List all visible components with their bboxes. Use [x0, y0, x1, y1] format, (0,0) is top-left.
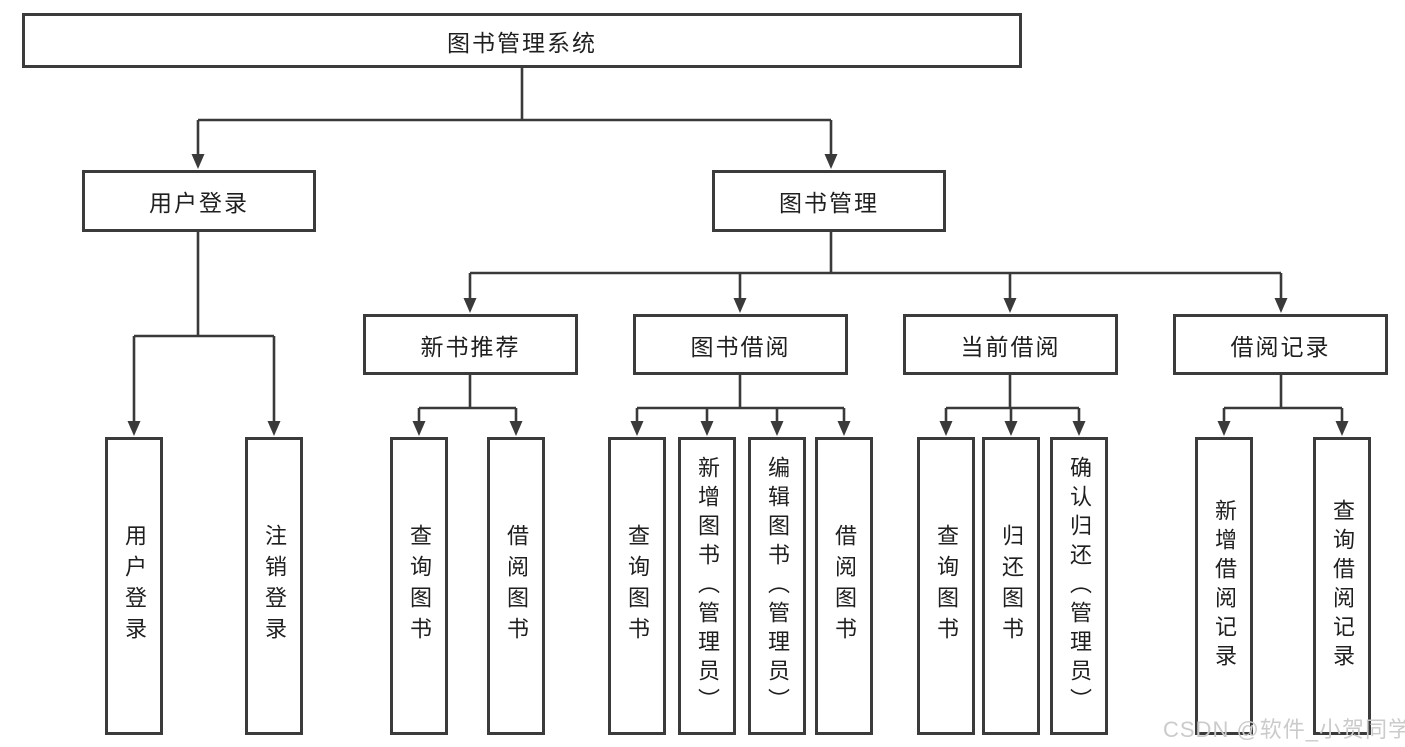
- leaf-borrow-edit-books-admin-label: 编辑图书（管理员）: [765, 455, 790, 717]
- leaf-records-add-record-label: 新增借阅记录: [1212, 499, 1237, 673]
- leaf-current-query-books: 查询图书: [917, 437, 975, 735]
- node-user-login-label: 用户登录: [149, 190, 249, 216]
- node-current-borrow: 当前借阅: [903, 314, 1118, 375]
- node-book-borrow-label: 图书借阅: [690, 333, 791, 360]
- node-book-borrow: 图书借阅: [633, 314, 848, 375]
- leaf-logout: 注销登录: [245, 437, 303, 735]
- node-root-library-system: 图书管理系统: [22, 13, 1022, 68]
- leaf-current-return-books: 归还图书: [982, 437, 1040, 735]
- leaf-newbook-borrow-books-label: 借阅图书: [504, 524, 529, 648]
- node-new-book-recommend: 新书推荐: [363, 314, 578, 375]
- leaf-borrow-add-books-admin: 新增图书（管理员）: [678, 437, 736, 735]
- leaf-newbook-query-books-label: 查询图书: [407, 524, 432, 648]
- leaf-current-confirm-return-admin-label: 确认归还（管理员）: [1067, 455, 1092, 717]
- connector-bookmgmt-to-level2: [468, 231, 1283, 301]
- node-user-login: 用户登录: [82, 170, 316, 232]
- arrowheads: [127, 154, 1349, 436]
- connector-root-to-level1: [196, 67, 833, 156]
- connector-bookborrow-to-leaves: [635, 374, 846, 423]
- node-borrow-records: 借阅记录: [1173, 314, 1388, 375]
- leaf-records-query-record-label: 查询借阅记录: [1330, 499, 1355, 673]
- connector-records-to-leaves: [1222, 374, 1344, 423]
- leaf-current-confirm-return-admin: 确认归还（管理员）: [1050, 437, 1108, 735]
- node-book-management-label: 图书管理: [779, 190, 879, 216]
- connector-userlogin-to-leaves: [132, 231, 276, 423]
- leaf-records-query-record: 查询借阅记录: [1313, 437, 1371, 735]
- leaf-user-login: 用户登录: [105, 437, 163, 735]
- leaf-borrow-borrow-books-label: 借阅图书: [832, 524, 857, 648]
- leaf-current-query-books-label: 查询图书: [934, 524, 959, 648]
- node-borrow-records-label: 借阅记录: [1230, 333, 1331, 360]
- leaf-records-add-record: 新增借阅记录: [1195, 437, 1253, 735]
- leaf-borrow-add-books-admin-label: 新增图书（管理员）: [695, 455, 720, 717]
- csdn-watermark: CSDN @软件_小贺同学: [1163, 717, 1405, 742]
- connector-newbook-to-leaves: [417, 374, 518, 423]
- node-book-management: 图书管理: [712, 170, 946, 232]
- leaf-user-login-label: 用户登录: [122, 524, 147, 648]
- node-root-label: 图书管理系统: [447, 29, 597, 56]
- leaf-borrow-borrow-books: 借阅图书: [815, 437, 873, 735]
- leaf-current-return-books-label: 归还图书: [999, 524, 1024, 648]
- leaf-newbook-query-books: 查询图书: [390, 437, 448, 735]
- node-new-book-recommend-label: 新书推荐: [420, 333, 521, 360]
- leaf-borrow-query-books: 查询图书: [608, 437, 666, 735]
- leaf-borrow-query-books-label: 查询图书: [625, 524, 650, 648]
- connector-currentborrow-to-leaves: [944, 374, 1081, 423]
- node-current-borrow-label: 当前借阅: [960, 333, 1061, 360]
- leaf-logout-label: 注销登录: [262, 524, 287, 648]
- leaf-borrow-edit-books-admin: 编辑图书（管理员）: [748, 437, 806, 735]
- leaf-newbook-borrow-books: 借阅图书: [487, 437, 545, 735]
